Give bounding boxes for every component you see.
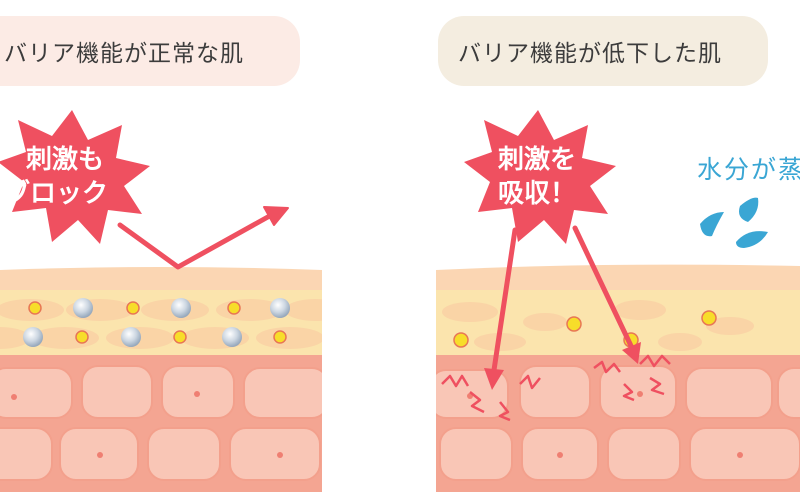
right-panel-title-pill: バリア機能が低下した肌: [438, 16, 768, 86]
stimulus-burst-left: 刺激も ブロック: [0, 110, 150, 244]
penetrating-arrows: [491, 225, 635, 373]
nutrient-dots: [28, 301, 287, 344]
left-panel-title: バリア機能が正常な肌: [4, 41, 244, 67]
damaged-skin-surface: [436, 264, 800, 290]
left-burst-line2: ブロック: [4, 178, 108, 209]
left-panel-title-pill: バリア機能が正常な肌: [0, 16, 300, 86]
right-burst-line1: 刺激を: [498, 144, 576, 175]
moisture-orbs: [23, 298, 290, 347]
damaged-corneocytes: [442, 300, 754, 351]
left-burst-line1: 刺激も: [26, 144, 104, 175]
deflected-arrow: [117, 206, 289, 270]
water-droplets-icon: [700, 197, 768, 248]
irritation-marks: [441, 354, 671, 422]
damaged-skin-cells: [436, 365, 800, 481]
damaged-skin-cross-section: [436, 264, 800, 492]
water-evaporation-label: 水分が蒸: [697, 155, 800, 184]
sparse-nutrient-dots: [453, 310, 717, 348]
healthy-skin-cells: [0, 365, 322, 481]
right-burst-line2: 吸収！: [498, 179, 576, 209]
stimulus-burst-right: 刺激を 吸収！: [464, 110, 616, 244]
healthy-skin-surface: [0, 267, 322, 290]
arrow-heads: [484, 342, 641, 390]
right-panel-title: バリア機能が低下した肌: [458, 41, 722, 67]
healthy-skin-cross-section: [0, 267, 322, 492]
